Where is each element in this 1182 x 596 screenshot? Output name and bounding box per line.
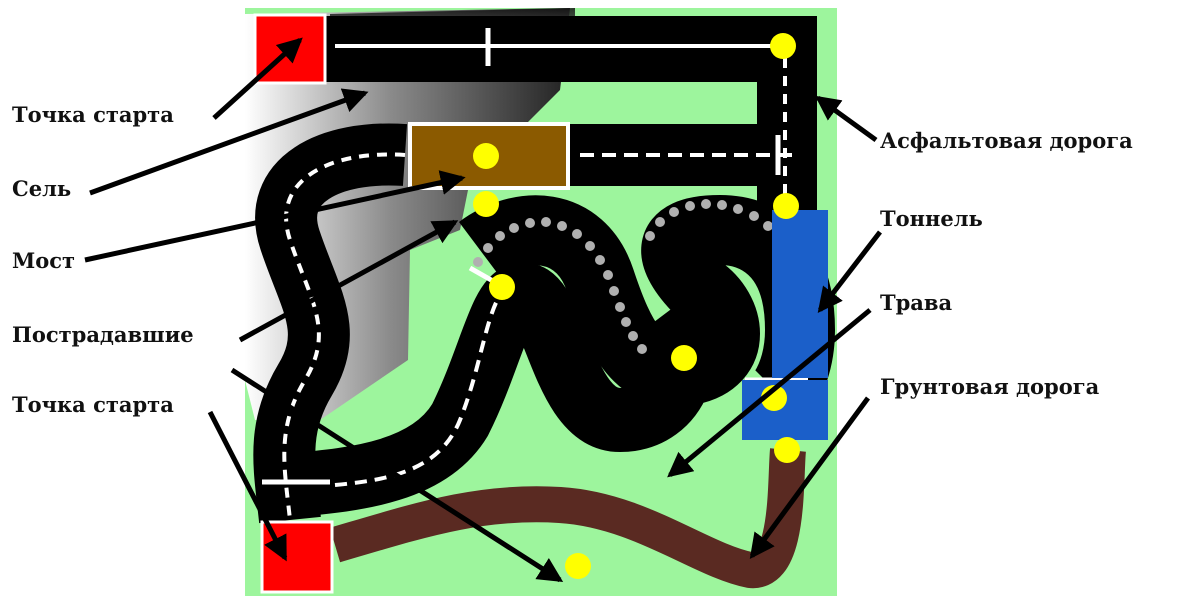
victim-marker-icon	[489, 274, 515, 300]
victim-marker-icon	[671, 345, 697, 371]
arrow-icon	[84, 170, 466, 263]
arrow-icon	[89, 88, 369, 196]
arrow-icon	[667, 308, 872, 478]
victim-marker-icon	[773, 193, 799, 219]
label-start-top: Точка старта	[12, 102, 174, 127]
label-grass: Трава	[880, 290, 953, 315]
arrow-icon	[212, 37, 303, 120]
asphalt-road-top	[325, 16, 815, 82]
arrow-icon	[207, 410, 288, 562]
label-tunnel: Тоннель	[880, 206, 983, 231]
label-victims: Пострадавшие	[12, 322, 194, 347]
label-start-bottom: Точка старта	[12, 392, 174, 417]
label-asphalt-road: Асфальтовая дорога	[880, 128, 1133, 153]
dirt-road	[329, 448, 806, 588]
victim-marker-icon	[473, 143, 499, 169]
arrow-icon	[817, 230, 882, 313]
labels: Точка старта Сель Мост Пострадавшие Точк…	[12, 102, 1133, 417]
victim-marker-icon	[565, 553, 591, 579]
road-markings	[262, 28, 808, 521]
label-mudflow: Сель	[12, 176, 71, 201]
label-dirt-road: Грунтовая дорога	[880, 374, 1100, 399]
arrow-icon	[230, 367, 564, 583]
tunnel-lower	[742, 380, 828, 440]
victim-marker-icon	[774, 437, 800, 463]
victim-marker-icon	[770, 33, 796, 59]
label-bridge: Мост	[12, 248, 75, 273]
arrow-icon	[238, 219, 459, 343]
arrow-icon	[814, 95, 878, 143]
victim-marker-icon	[473, 191, 499, 217]
arrow-icon	[749, 396, 871, 560]
arrows	[84, 37, 882, 583]
